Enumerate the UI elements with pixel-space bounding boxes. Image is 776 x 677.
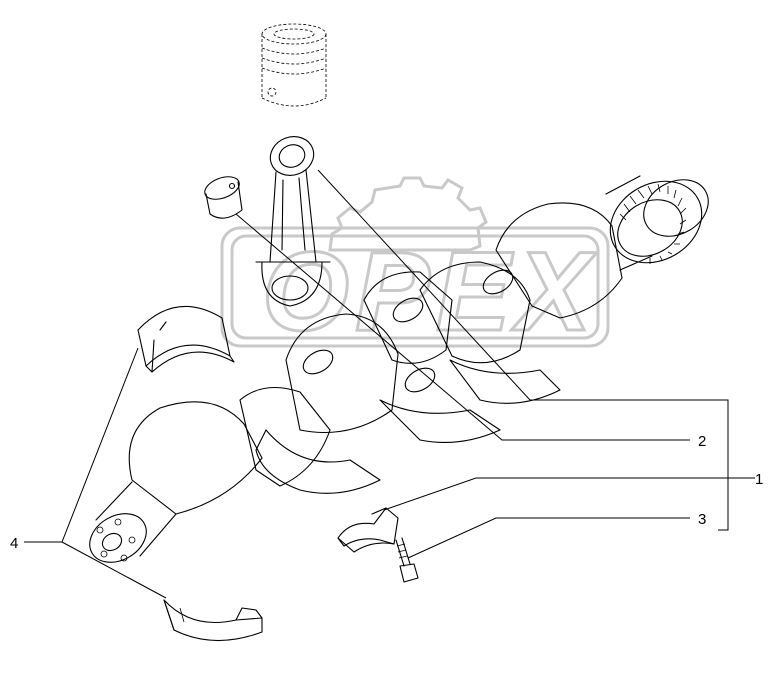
callout-label-4: 4	[10, 535, 18, 552]
rod-bearing-cap-icon	[337, 507, 399, 553]
main-bearing-shell-upper-icon	[137, 306, 235, 373]
leader-line-3	[407, 517, 690, 559]
leader-line-2	[235, 213, 690, 441]
callout-label-1: 1	[755, 471, 763, 488]
watermark-logo: OPEX	[220, 176, 610, 356]
watermark-text: OPEX	[262, 229, 598, 354]
callout-label-2: 2	[698, 433, 706, 450]
callout-label-3: 3	[698, 511, 706, 528]
watermark-gear-icon	[328, 176, 488, 252]
watermark-frame	[220, 226, 610, 348]
leader-line-4	[24, 347, 167, 599]
small-end-bushing-icon	[204, 176, 243, 219]
leader-lines	[24, 169, 755, 599]
piston-icon	[261, 23, 327, 107]
leader-line-1b	[383, 477, 740, 511]
crankshaft-icon	[89, 175, 709, 563]
main-bearing-shell-lower-icon	[163, 599, 263, 642]
cap-bolt-icon	[395, 537, 419, 583]
